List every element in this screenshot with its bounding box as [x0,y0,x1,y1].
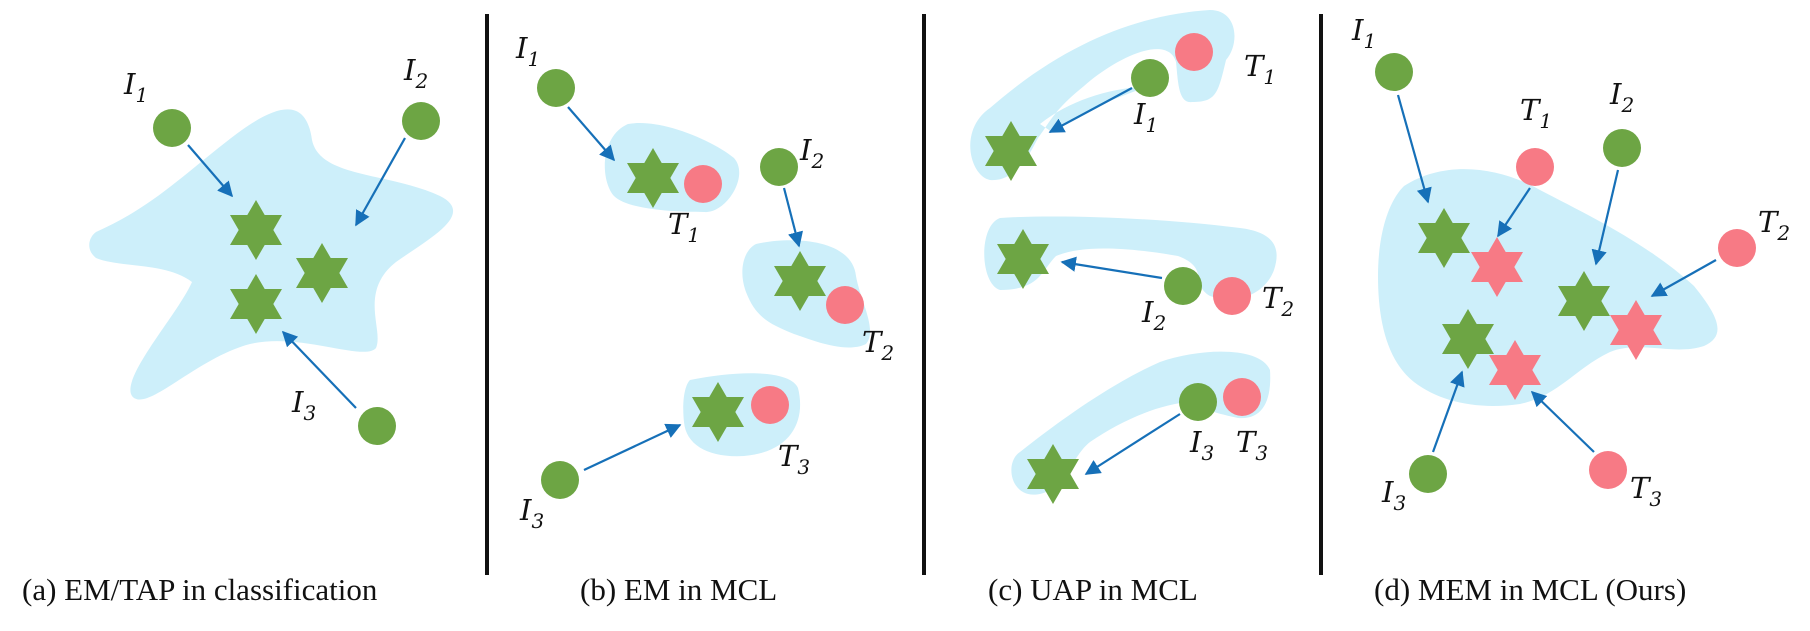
arrow [281,330,357,409]
perturbation-star [1027,444,1079,504]
perturbation-star [1471,237,1523,297]
panel-caption: (d) MEM in MCL (Ours) [1374,572,1686,607]
text-node [751,386,789,424]
arrow [1084,413,1181,475]
image-node [153,109,191,147]
arrow [583,423,682,471]
arrow [1431,370,1465,453]
perturbation-star [692,382,744,442]
text-node [684,165,722,203]
text-node [1718,229,1756,267]
perturbation-star [627,148,679,208]
text-node [826,286,864,324]
node-label: I1 [123,67,148,107]
image-node [1164,267,1202,305]
node-label: T1 [1244,49,1276,89]
embedding-cloud [89,109,454,400]
image-node [402,102,440,140]
node-label: I2 [1141,295,1166,335]
perturbation-star [1418,208,1470,268]
text-node [1213,277,1251,315]
arrow [1060,256,1163,280]
node-label: I2 [1609,77,1634,117]
perturbation-star [1610,300,1662,360]
arrow [782,187,803,248]
arrow [567,106,616,162]
perturbation-star [296,243,348,303]
node-label: T3 [1630,471,1662,511]
embedding-cloud [984,216,1277,300]
image-node [1375,53,1413,91]
perturbation-star [1442,309,1494,369]
panel-d: I1 T1 I2 T2 I3 T3 (d) MEM in MCL (Ours) [1351,13,1790,607]
image-node [760,148,798,186]
panel-c: T1 I1 I2 T2 I3 T3 (c) UAP in MCL [970,10,1294,607]
node-label: I1 [1133,97,1158,137]
image-node [537,69,575,107]
node-label: T1 [668,207,700,247]
arrow [187,144,234,198]
arrow [355,137,406,227]
node-label: I1 [515,31,540,71]
image-node [1603,129,1641,167]
perturbation-star [997,229,1049,289]
perturbation-star [1558,271,1610,331]
arrow [1530,390,1595,453]
text-node [1175,33,1213,71]
perturbation-star [985,121,1037,181]
panel-caption: (a) EM/TAP in classification [22,572,378,607]
embedding-cloud [970,10,1235,181]
node-label: I3 [291,385,316,425]
node-label: T2 [1262,281,1294,321]
node-label: T1 [1520,93,1552,133]
node-label: I2 [403,53,428,93]
image-node [358,407,396,445]
panel-caption: (b) EM in MCL [580,572,777,607]
text-node [1589,451,1627,489]
text-node [1223,378,1261,416]
perturbation-star [774,251,826,311]
node-label: I2 [799,133,824,173]
image-node [1409,455,1447,493]
image-node [1131,59,1169,97]
node-label: T3 [778,439,810,479]
arrow [1048,87,1133,133]
image-node [1179,383,1217,421]
node-label: T3 [1236,425,1268,465]
node-label: I1 [1351,13,1376,53]
node-label: I3 [1189,425,1214,465]
arrow [1650,259,1717,297]
arrow [1497,187,1531,238]
text-node [1516,148,1554,186]
panel-b: I1 T1 I2 T2 T3 I3 (b) EM in MCL [515,31,894,607]
node-label: T2 [1758,205,1790,245]
perturbation-star [230,200,282,260]
perturbation-star [230,274,282,334]
node-label: I3 [1381,475,1406,515]
arrow [1396,94,1432,204]
node-label: I3 [519,493,544,533]
perturbation-star [1489,340,1541,400]
panel-a: I1 I2 I3 (a) EM/TAP in classification [22,53,454,607]
panel-caption: (c) UAP in MCL [988,572,1198,607]
arrow [1591,169,1620,266]
image-node [541,461,579,499]
node-label: T2 [862,325,894,365]
